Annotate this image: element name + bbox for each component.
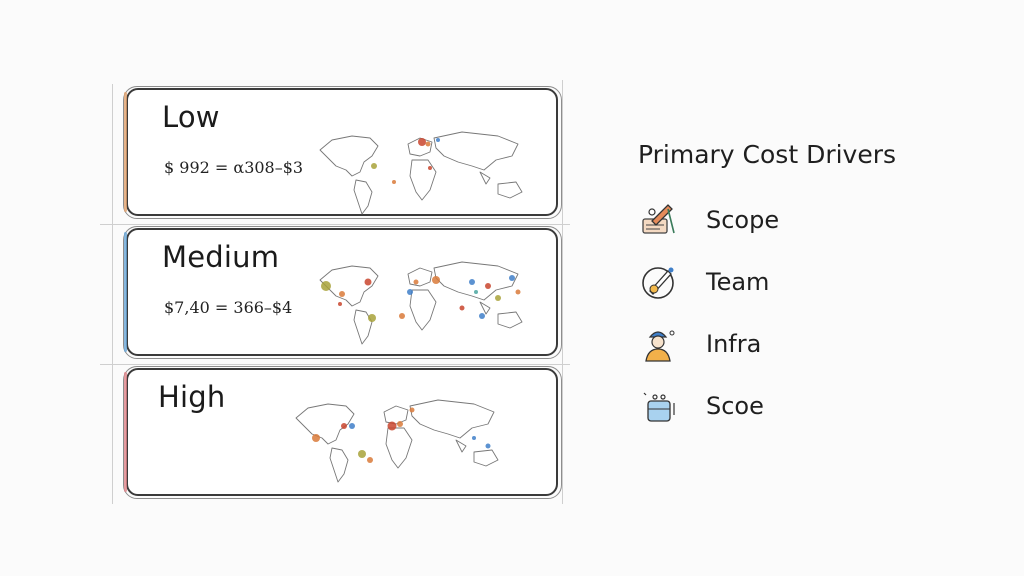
map-dot — [341, 423, 347, 429]
driver-label: Scoe — [706, 392, 764, 420]
sketch-line — [562, 80, 563, 504]
driver-item-infra: Infra — [638, 313, 998, 375]
map-dot — [479, 313, 485, 319]
tier-card-high: High — [123, 366, 562, 499]
tier-accent — [124, 232, 127, 352]
tier-card-low: Low $ 992 = α308–$3 — [123, 86, 562, 219]
tier-price: $7,40 = 366–$4 — [164, 298, 293, 317]
map-dot — [485, 443, 491, 449]
map-dot — [418, 138, 426, 146]
cost-drivers-panel: Primary Cost Drivers Scope Team — [638, 140, 998, 437]
map-dot — [432, 276, 440, 284]
map-dot — [413, 279, 419, 285]
driver-label: Infra — [706, 330, 762, 358]
map-dot — [515, 289, 521, 295]
pencil-circle-icon — [638, 261, 680, 303]
tier-price: $ 992 = α308–$3 — [164, 158, 304, 177]
tier-title: Medium — [162, 240, 280, 274]
drivers-title: Primary Cost Drivers — [638, 140, 897, 169]
map-dot — [368, 314, 376, 322]
map-dot — [367, 457, 373, 463]
driver-label: Scope — [706, 206, 780, 234]
map-dot — [459, 305, 465, 311]
sketch-line — [100, 224, 570, 225]
world-map — [312, 122, 552, 218]
map-dot — [485, 283, 491, 289]
map-dot — [495, 295, 501, 301]
server-icon — [638, 385, 680, 427]
map-dot — [339, 291, 345, 297]
map-dot — [409, 407, 415, 413]
map-dot — [371, 163, 377, 169]
engineer-icon — [638, 323, 680, 365]
map-dot — [428, 166, 432, 170]
map-dot — [358, 450, 366, 458]
tier-accent — [124, 372, 127, 492]
tier-accent — [124, 92, 127, 212]
map-dot — [349, 423, 355, 429]
tier-title: Low — [162, 100, 220, 134]
world-map — [288, 390, 528, 486]
map-dot — [472, 436, 476, 440]
map-dot — [509, 275, 515, 281]
map-dot — [436, 138, 440, 142]
driver-item-team: Team — [638, 251, 998, 313]
map-dot — [338, 302, 342, 306]
sketch-line — [100, 364, 570, 365]
map-dot — [387, 421, 397, 431]
map-dot — [407, 289, 413, 295]
tier-title: High — [158, 380, 226, 414]
sketch-line — [112, 84, 113, 504]
map-dot — [469, 279, 475, 285]
map-dot — [364, 278, 372, 286]
map-dot — [474, 290, 478, 294]
driver-label: Team — [706, 268, 770, 296]
driver-item-scope: Scope — [638, 189, 998, 251]
map-dot — [425, 141, 431, 147]
map-dot — [397, 421, 403, 427]
drafting-icon — [638, 199, 680, 241]
tier-card-medium: Medium $7,40 = 366–$4 — [123, 226, 562, 359]
map-dot — [321, 281, 331, 291]
map-dot — [399, 313, 405, 319]
map-dot — [312, 434, 320, 442]
world-map — [312, 252, 552, 348]
driver-item-scoe: Scoe — [638, 375, 998, 437]
map-dot — [392, 180, 396, 184]
